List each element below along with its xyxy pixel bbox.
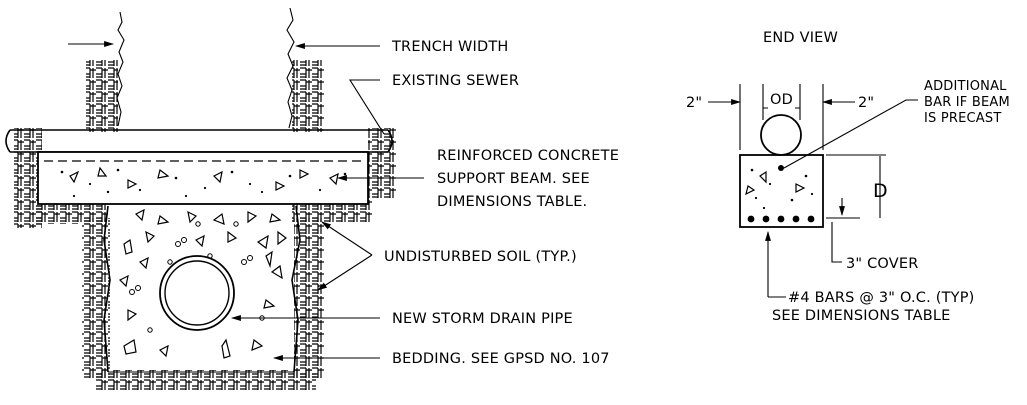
beam-label-line1: REINFORCED CONCRETE — [437, 148, 619, 164]
upper-right-soil — [292, 60, 324, 132]
end-view-aggregate — [745, 170, 806, 196]
undisturbed-soil-label: UNDISTURBED SOIL (TYP.) — [384, 249, 577, 265]
additional-label-line1: ADDITIONAL — [924, 79, 1007, 94]
d-extension-lines — [826, 154, 886, 219]
additional-bar-leader — [783, 99, 918, 169]
end-view-rebars — [747, 165, 815, 223]
support-beam — [37, 151, 369, 205]
end-view-extension-lines — [739, 84, 824, 150]
additional-label-line3: IS PRECAST — [924, 111, 1001, 126]
bedding-aggregate — [118, 208, 287, 359]
dim-left-label: 2" — [686, 95, 702, 111]
trench-width-label: TRENCH WIDTH — [391, 39, 509, 55]
end-view: END VIEW 2" 2" OD D — [686, 30, 1010, 324]
bottom-soil — [96, 370, 316, 390]
cover-label: 3" COVER — [846, 256, 919, 272]
end-view-title: END VIEW — [763, 30, 838, 46]
dim-right-label: 2" — [858, 95, 874, 111]
section-view: TRENCH WIDTH EXISTING SEWER REINFORCED C… — [5, 7, 619, 390]
additional-bar — [778, 165, 784, 171]
new-pipe-label: NEW STORM DRAIN PIPE — [392, 311, 573, 327]
beam-aggregate — [69, 166, 339, 191]
right-trench-wall — [291, 205, 301, 373]
existing-sewer-pipe — [5, 129, 393, 153]
beam-label-line3: DIMENSIONS TABLE. — [437, 194, 587, 210]
existing-sewer-label: EXISTING SEWER — [392, 73, 519, 89]
existing-sewer-leader — [349, 79, 385, 135]
bedding-pebbles — [129, 221, 265, 333]
soil-leader-upper — [321, 221, 373, 256]
left-trench-wall — [103, 205, 111, 373]
cover-leader — [831, 222, 842, 263]
od-label: OD — [770, 92, 793, 108]
bedding-label: BEDDING. SEE GPSD NO. 107 — [392, 351, 610, 367]
end-view-concrete-texture — [750, 168, 814, 210]
upper-left-soil — [86, 60, 118, 132]
left-break-line — [116, 11, 125, 127]
lower-left-soil — [82, 218, 110, 378]
bars-label-line1: #4 BARS @ 3" O.C. (TYP) — [788, 290, 975, 306]
bars-label-line2: SEE DIMENSIONS TABLE — [772, 308, 951, 324]
soil-leader-lower — [317, 254, 373, 291]
additional-label-line2: BAR IF BEAM — [924, 95, 1010, 110]
lower-right-soil — [294, 218, 324, 378]
beam-label-line2: SUPPORT BEAM. SEE — [437, 171, 590, 187]
beam-concrete-texture — [60, 168, 347, 198]
new-storm-drain-pipe-inner — [164, 260, 230, 326]
end-view-sewer-pipe — [760, 114, 802, 156]
d-label: D — [873, 180, 888, 202]
